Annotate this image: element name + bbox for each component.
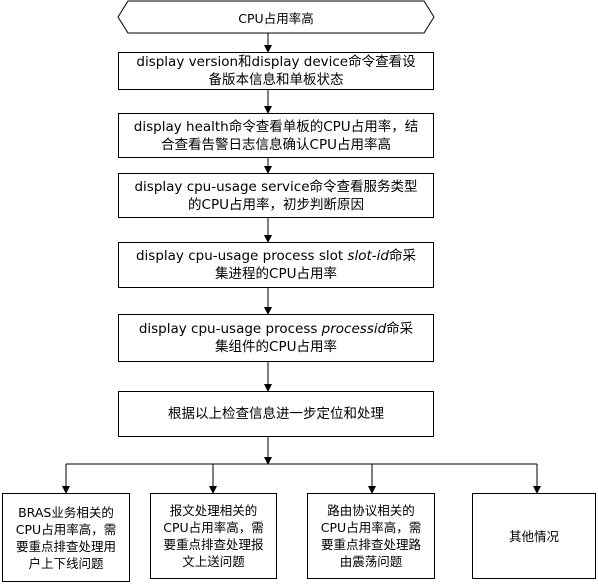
outcome-other: 其他情况 — [472, 493, 596, 579]
step4-line1-param: slot-id — [347, 248, 389, 264]
step-further-locate: 根据以上检查信息进一步定位和处理 — [118, 391, 434, 437]
outcome1-line1: BRAS业务相关的 — [18, 504, 114, 520]
start-terminator-shape — [117, 0, 435, 34]
step4-line1: display cpu-usage process slot slot-id命采 — [136, 247, 416, 265]
step2-line2: 合查看告警日志信息确认CPU占用率高 — [161, 136, 391, 153]
outcome3-line4: 由震荡问题 — [339, 554, 403, 569]
outcome3-line2: CPU占用率高，需 — [320, 520, 422, 535]
start-label: CPU占用率高 — [238, 10, 314, 26]
step-display-cpu-usage-process-slot: display cpu-usage process slot slot-id命采… — [118, 242, 434, 288]
step6-line1: 根据以上检查信息进一步定位和处理 — [168, 406, 384, 422]
step4-line1-pre: display cpu-usage process slot — [135, 248, 348, 264]
step3-line2: 的CPU占用率，初步判断原因 — [188, 196, 364, 213]
step5-line1-pre: display cpu-usage process — [138, 321, 322, 337]
step4-line2: 集进程的CPU占用率 — [215, 266, 337, 282]
outcome2-line1: 报文处理相关的 — [169, 503, 258, 518]
outcome3-line3: 要重点排查处理路 — [320, 537, 421, 552]
outcome-bras-service: BRAS业务相关的 CPU占用率高，需 要重点排查处理用 户上下线问题 — [2, 493, 130, 582]
step-display-version: display version和display device命令查看设 备版本信… — [118, 52, 434, 90]
outcome2-line2: CPU占用率高，需 — [163, 520, 264, 535]
step2-line1: display health命令查看单板的CPU占用率，结 — [133, 118, 419, 135]
outcome-packet-processing: 报文处理相关的 CPU占用率高，需 要重点排查处理报 文上送问题 — [150, 493, 277, 579]
outcome1-line4: 户上下线问题 — [28, 555, 104, 571]
step5-line1: display cpu-usage process processid命采 — [139, 320, 413, 338]
step1-line2: 备版本信息和单板状态 — [208, 72, 344, 88]
outcome1-line3: 要重点排查处理用 — [15, 538, 116, 554]
step5-line2: 集组件的CPU占用率 — [215, 339, 337, 355]
step-display-health: display health命令查看单板的CPU占用率，结 合查看告警日志信息确… — [118, 113, 434, 158]
outcome-routing-protocol: 路由协议相关的 CPU占用率高，需 要重点排查处理路 由震荡问题 — [307, 493, 435, 579]
step-display-cpu-usage-service: display cpu-usage service命令查看服务类型 的CPU占用… — [118, 173, 434, 218]
outcome2-line4: 文上送问题 — [182, 554, 245, 569]
step-display-cpu-usage-process-id: display cpu-usage process processid命采 集组… — [118, 314, 434, 362]
step5-line1-post: 命采 — [386, 321, 414, 337]
outcome2-line3: 要重点排查处理报 — [163, 537, 264, 552]
step4-line1-post: 命采 — [389, 248, 416, 264]
step1-line1: display version和display device命令查看设 — [136, 54, 416, 70]
step3-line1: display cpu-usage service命令查看服务类型 — [134, 178, 418, 195]
outcome4-line1: 其他情况 — [508, 528, 559, 544]
step5-line1-param: processid — [321, 321, 387, 337]
outcome1-line2: CPU占用率高，需 — [15, 521, 117, 537]
outcome3-line1: 路由协议相关的 — [327, 503, 415, 518]
